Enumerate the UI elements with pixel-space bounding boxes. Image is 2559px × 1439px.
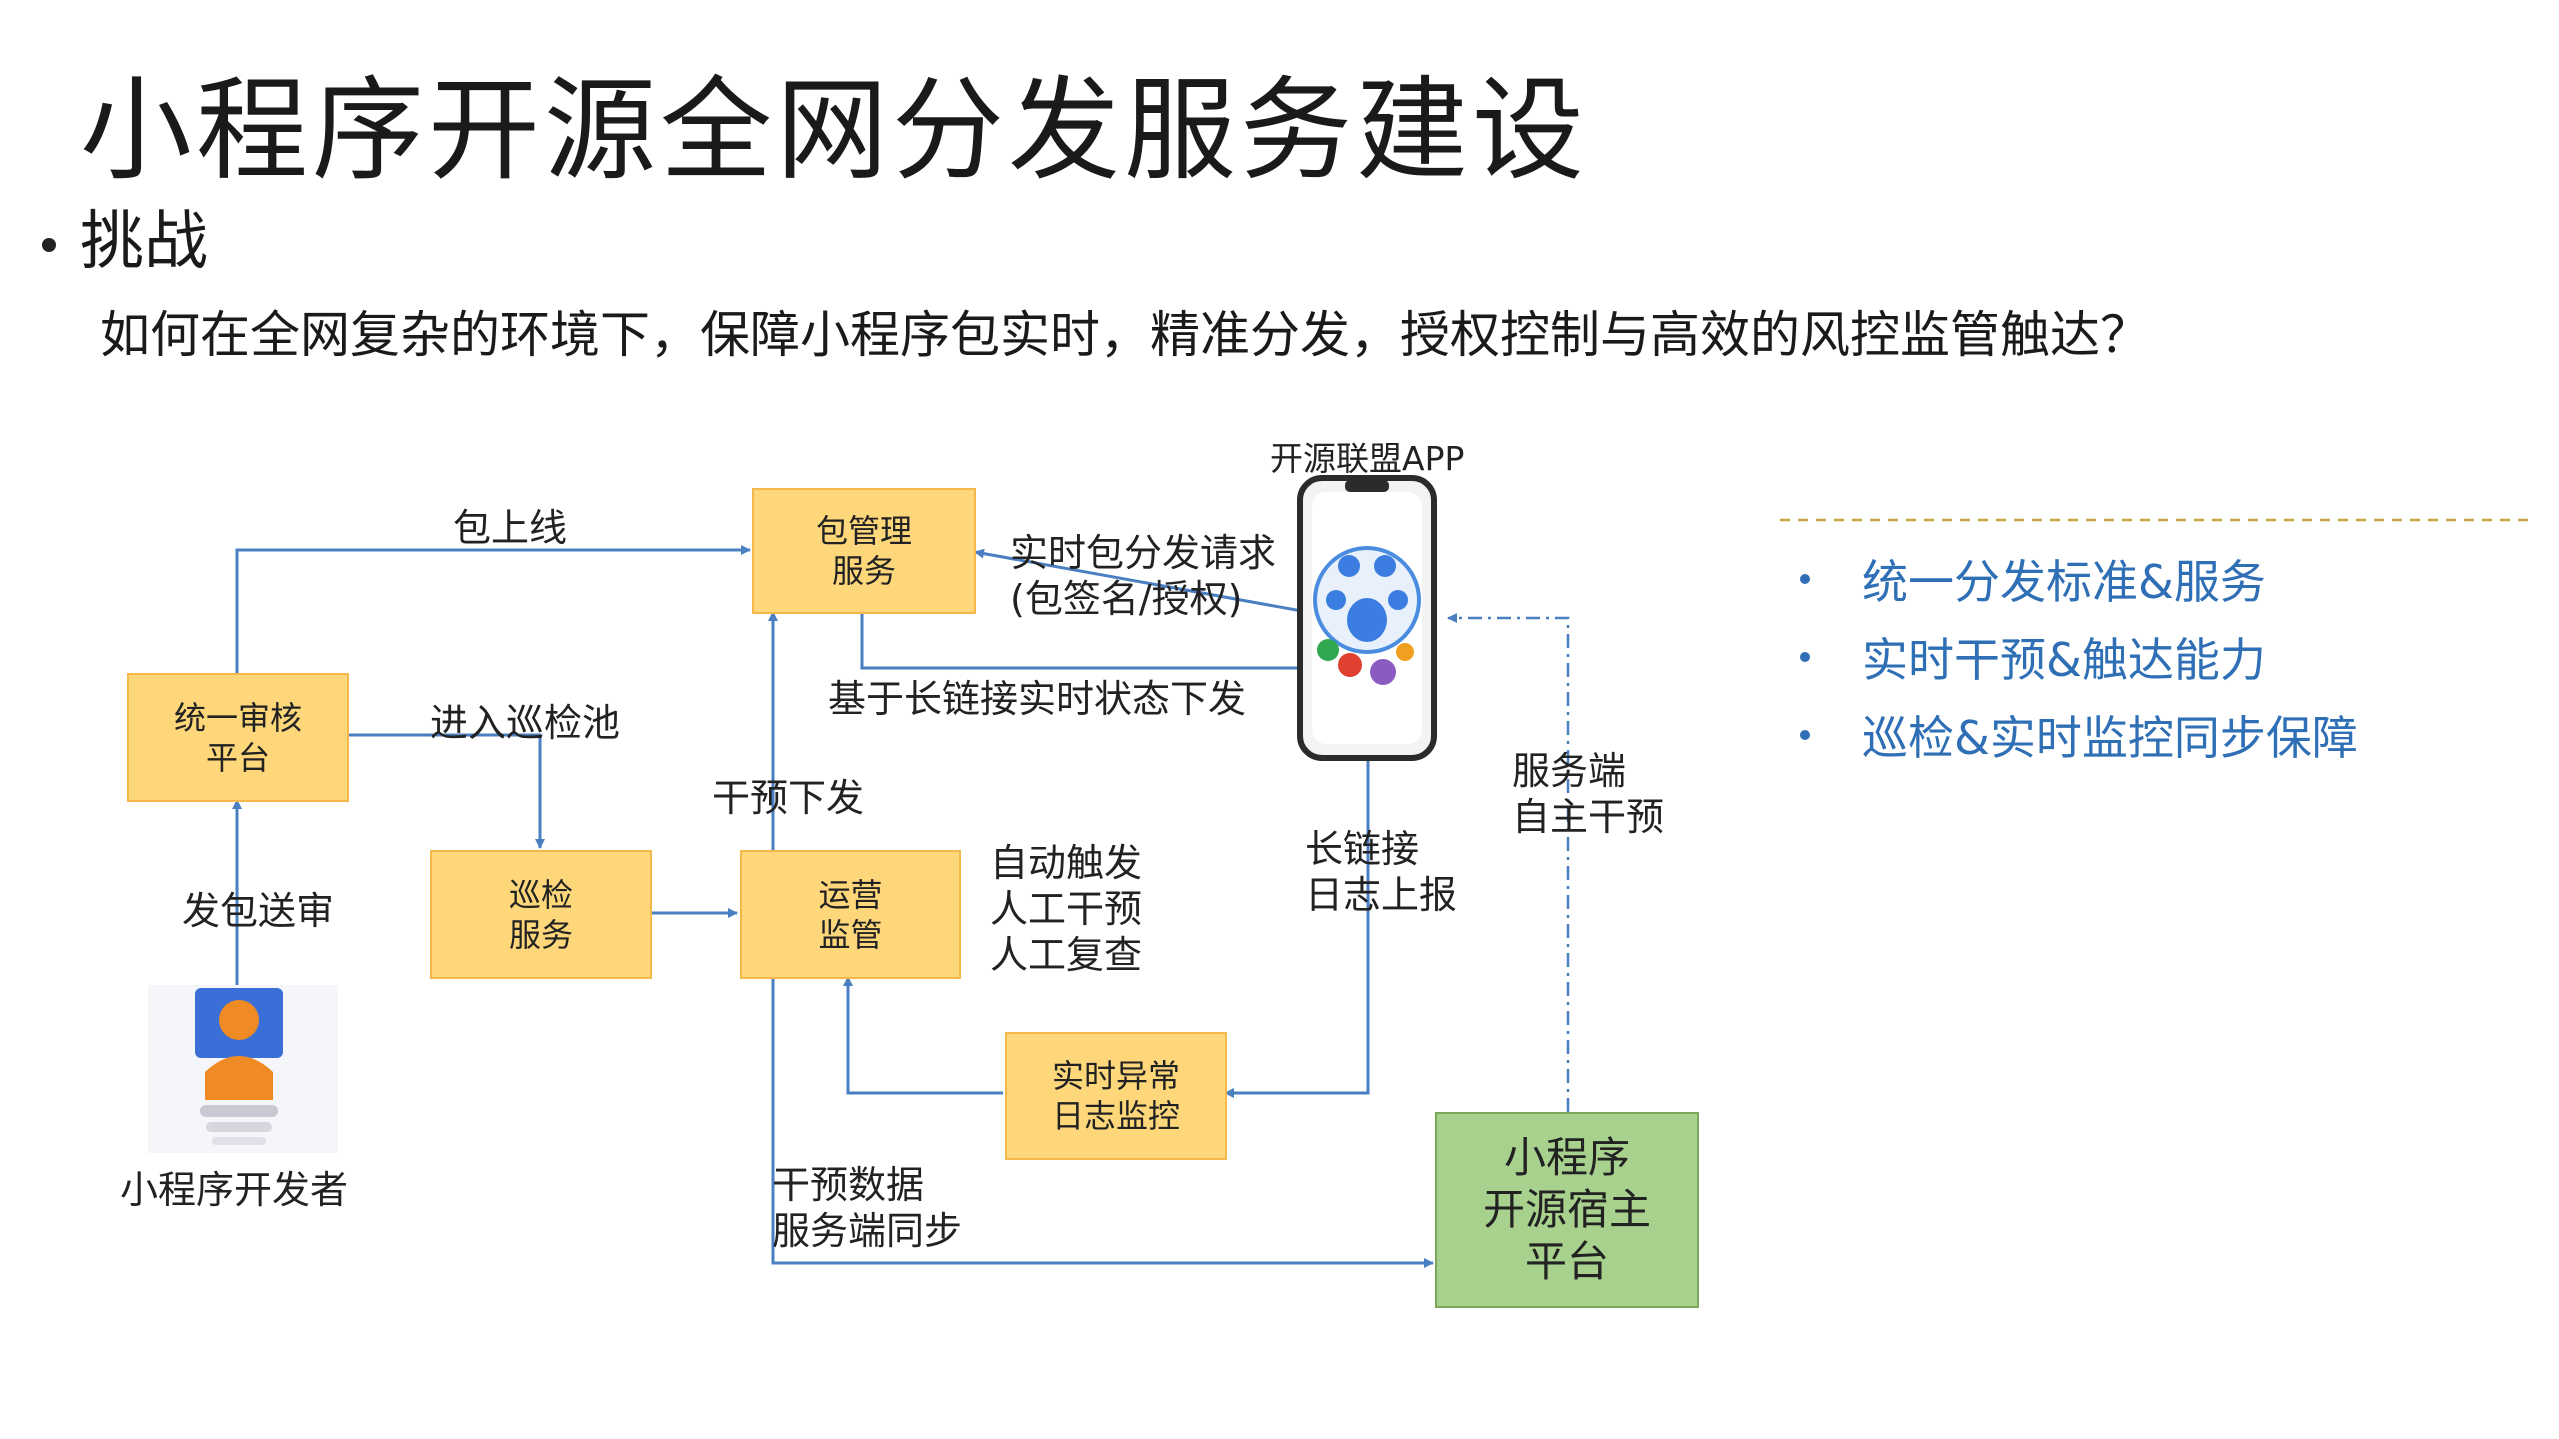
list-item: 实时干预&触达能力 bbox=[1800, 618, 2358, 696]
bullet-dot bbox=[42, 238, 56, 253]
arrow-online bbox=[235, 545, 751, 673]
label-intervene: 干预下发 bbox=[712, 776, 865, 820]
label-push: 基于长链接实时状态下发 bbox=[828, 677, 1247, 721]
package-service-box: 包管理 服务 bbox=[752, 488, 976, 614]
list-item-label: 巡检&实时监控同步保障 bbox=[1862, 711, 2358, 765]
label-pool: 进入巡检池 bbox=[430, 701, 621, 745]
page-title: 小程序开源全网分发服务建设 bbox=[80, 66, 1588, 196]
host-platform-box: 小程序 开源宿主 平台 bbox=[1435, 1112, 1699, 1308]
list-item-label: 统一分发标准&服务 bbox=[1862, 555, 2266, 609]
phone-icon bbox=[1297, 475, 1437, 761]
bullet-dot bbox=[1800, 574, 1810, 584]
arrow-longlink bbox=[1224, 760, 1370, 1098]
feature-list: 统一分发标准&服务 实时干预&触达能力 巡检&实时监控同步保障 bbox=[1800, 540, 2358, 774]
label-server: 服务端 自主干预 bbox=[1512, 749, 1665, 839]
challenge-label: 挑战 bbox=[80, 205, 208, 279]
arrow-sync bbox=[771, 977, 1434, 1268]
arrow-server bbox=[1447, 613, 1570, 1112]
developer-label: 小程序开发者 bbox=[120, 1168, 349, 1212]
realtime-monitor-box: 实时异常 日志监控 bbox=[1005, 1032, 1227, 1160]
challenge-question: 如何在全网复杂的环境下，保障小程序包实时，精准分发，授权控制与高效的风控监管触达… bbox=[100, 306, 2150, 364]
arrow-monitor-ops bbox=[843, 976, 1003, 1095]
list-item: 巡检&实时监控同步保障 bbox=[1800, 696, 2358, 774]
label-triggers: 自动触发 人工干预 人工复查 bbox=[990, 841, 1143, 977]
list-item: 统一分发标准&服务 bbox=[1800, 540, 2358, 618]
list-item-label: 实时干预&触达能力 bbox=[1862, 633, 2266, 687]
inspect-service-box: 巡检 服务 bbox=[430, 850, 652, 979]
app-label: 开源联盟APP bbox=[1270, 439, 1465, 478]
developer-icon bbox=[148, 985, 338, 1153]
challenge-heading: 挑战 bbox=[42, 190, 208, 282]
arrow-pool bbox=[346, 733, 545, 849]
label-submit: 发包送审 bbox=[182, 889, 335, 933]
label-longlink: 长链接 日志上报 bbox=[1305, 827, 1458, 917]
bullet-dot bbox=[1800, 652, 1810, 662]
label-online: 包上线 bbox=[453, 506, 568, 550]
arrow-request bbox=[974, 548, 1336, 619]
review-platform-box: 统一审核 平台 bbox=[127, 673, 349, 802]
ops-supervision-box: 运营 监管 bbox=[740, 850, 961, 979]
arrow-push bbox=[860, 612, 1323, 673]
label-sync: 干预数据 服务端同步 bbox=[772, 1163, 963, 1253]
label-request: 实时包分发请求 (包签名/授权) bbox=[1010, 531, 1277, 621]
bullet-dot bbox=[1800, 730, 1810, 740]
